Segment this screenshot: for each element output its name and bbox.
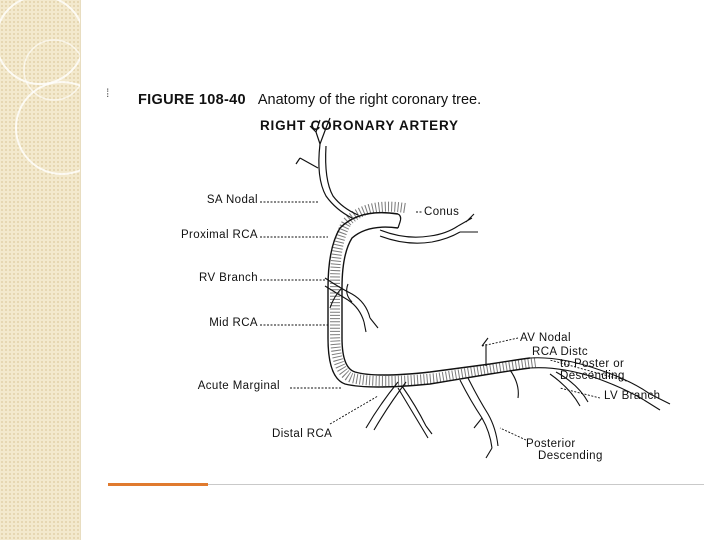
sa-nodal-branch <box>296 118 358 218</box>
acute-marginal-branch <box>366 382 432 438</box>
label-rca-distal-line2: to Poster or <box>532 358 625 370</box>
label-rca-distal: RCA Distc to Poster or Descending <box>532 346 625 382</box>
leader-lines <box>260 202 630 440</box>
label-posterior-descending: Posterior Descending <box>526 438 603 462</box>
footer-accent <box>108 483 208 486</box>
label-lv-branch: LV Branch <box>604 390 660 402</box>
main-trunk <box>328 207 537 387</box>
label-acute-marginal: Acute Marginal <box>130 380 280 392</box>
conus-branch <box>380 214 478 243</box>
posterior-descending-branch <box>460 378 498 458</box>
label-rca-distal-line3: Descending <box>532 370 625 382</box>
av-nodal-branch <box>482 338 488 366</box>
label-rca-distal-line1: RCA Distc <box>532 346 625 358</box>
label-conus: Conus <box>424 206 459 218</box>
decorative-circles <box>0 0 80 540</box>
label-rv-branch: RV Branch <box>130 272 258 284</box>
label-posterior-line1: Posterior <box>526 438 603 450</box>
label-sa-nodal: SA Nodal <box>130 194 258 206</box>
label-distal-rca: Distal RCA <box>272 428 332 440</box>
label-proximal-rca: Proximal RCA <box>130 229 258 241</box>
rv-branch <box>325 278 378 332</box>
label-mid-rca: Mid RCA <box>130 317 258 329</box>
decorative-side-band <box>0 0 80 540</box>
side-band-edge <box>80 0 81 540</box>
bullet-marker: ⁞ <box>106 86 108 100</box>
label-posterior-line2: Descending <box>526 450 603 462</box>
label-av-nodal: AV Nodal <box>520 332 571 344</box>
